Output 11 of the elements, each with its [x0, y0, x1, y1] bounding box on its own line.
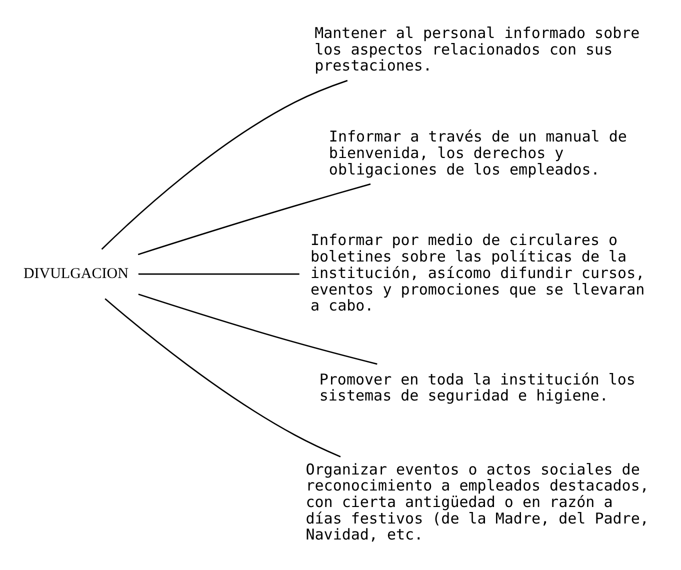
connector: [104, 298, 341, 458]
connector: [138, 294, 378, 365]
node-text: Organizar eventos o actos sociales de reconocimiento a empleados destacados, con cierta antigüedad o en razón a días festivos (de la Madre, del Padre, Navidad, etc.: [306, 460, 649, 544]
node-text: Mantener al personal informado sobre los aspectos relacionados con sus prestaciones.: [314, 24, 640, 75]
node-text: Promover en toda la institución los sistemas de seguridad e higiene.: [319, 370, 636, 405]
node-text: DIVULGACION: [23, 266, 128, 282]
connector: [138, 273, 300, 275]
connector: [101, 80, 348, 250]
connector: [138, 183, 371, 256]
node-text: Informar a través de un manual de bienvenida, los derechos y obligaciones de los empleados.: [328, 128, 627, 178]
node-text: Informar por medio de circulares o boletines sobre las políticas de la institución, asícomo difundir cursos, eventos y promociones que se llevaran a cabo.: [310, 231, 645, 315]
